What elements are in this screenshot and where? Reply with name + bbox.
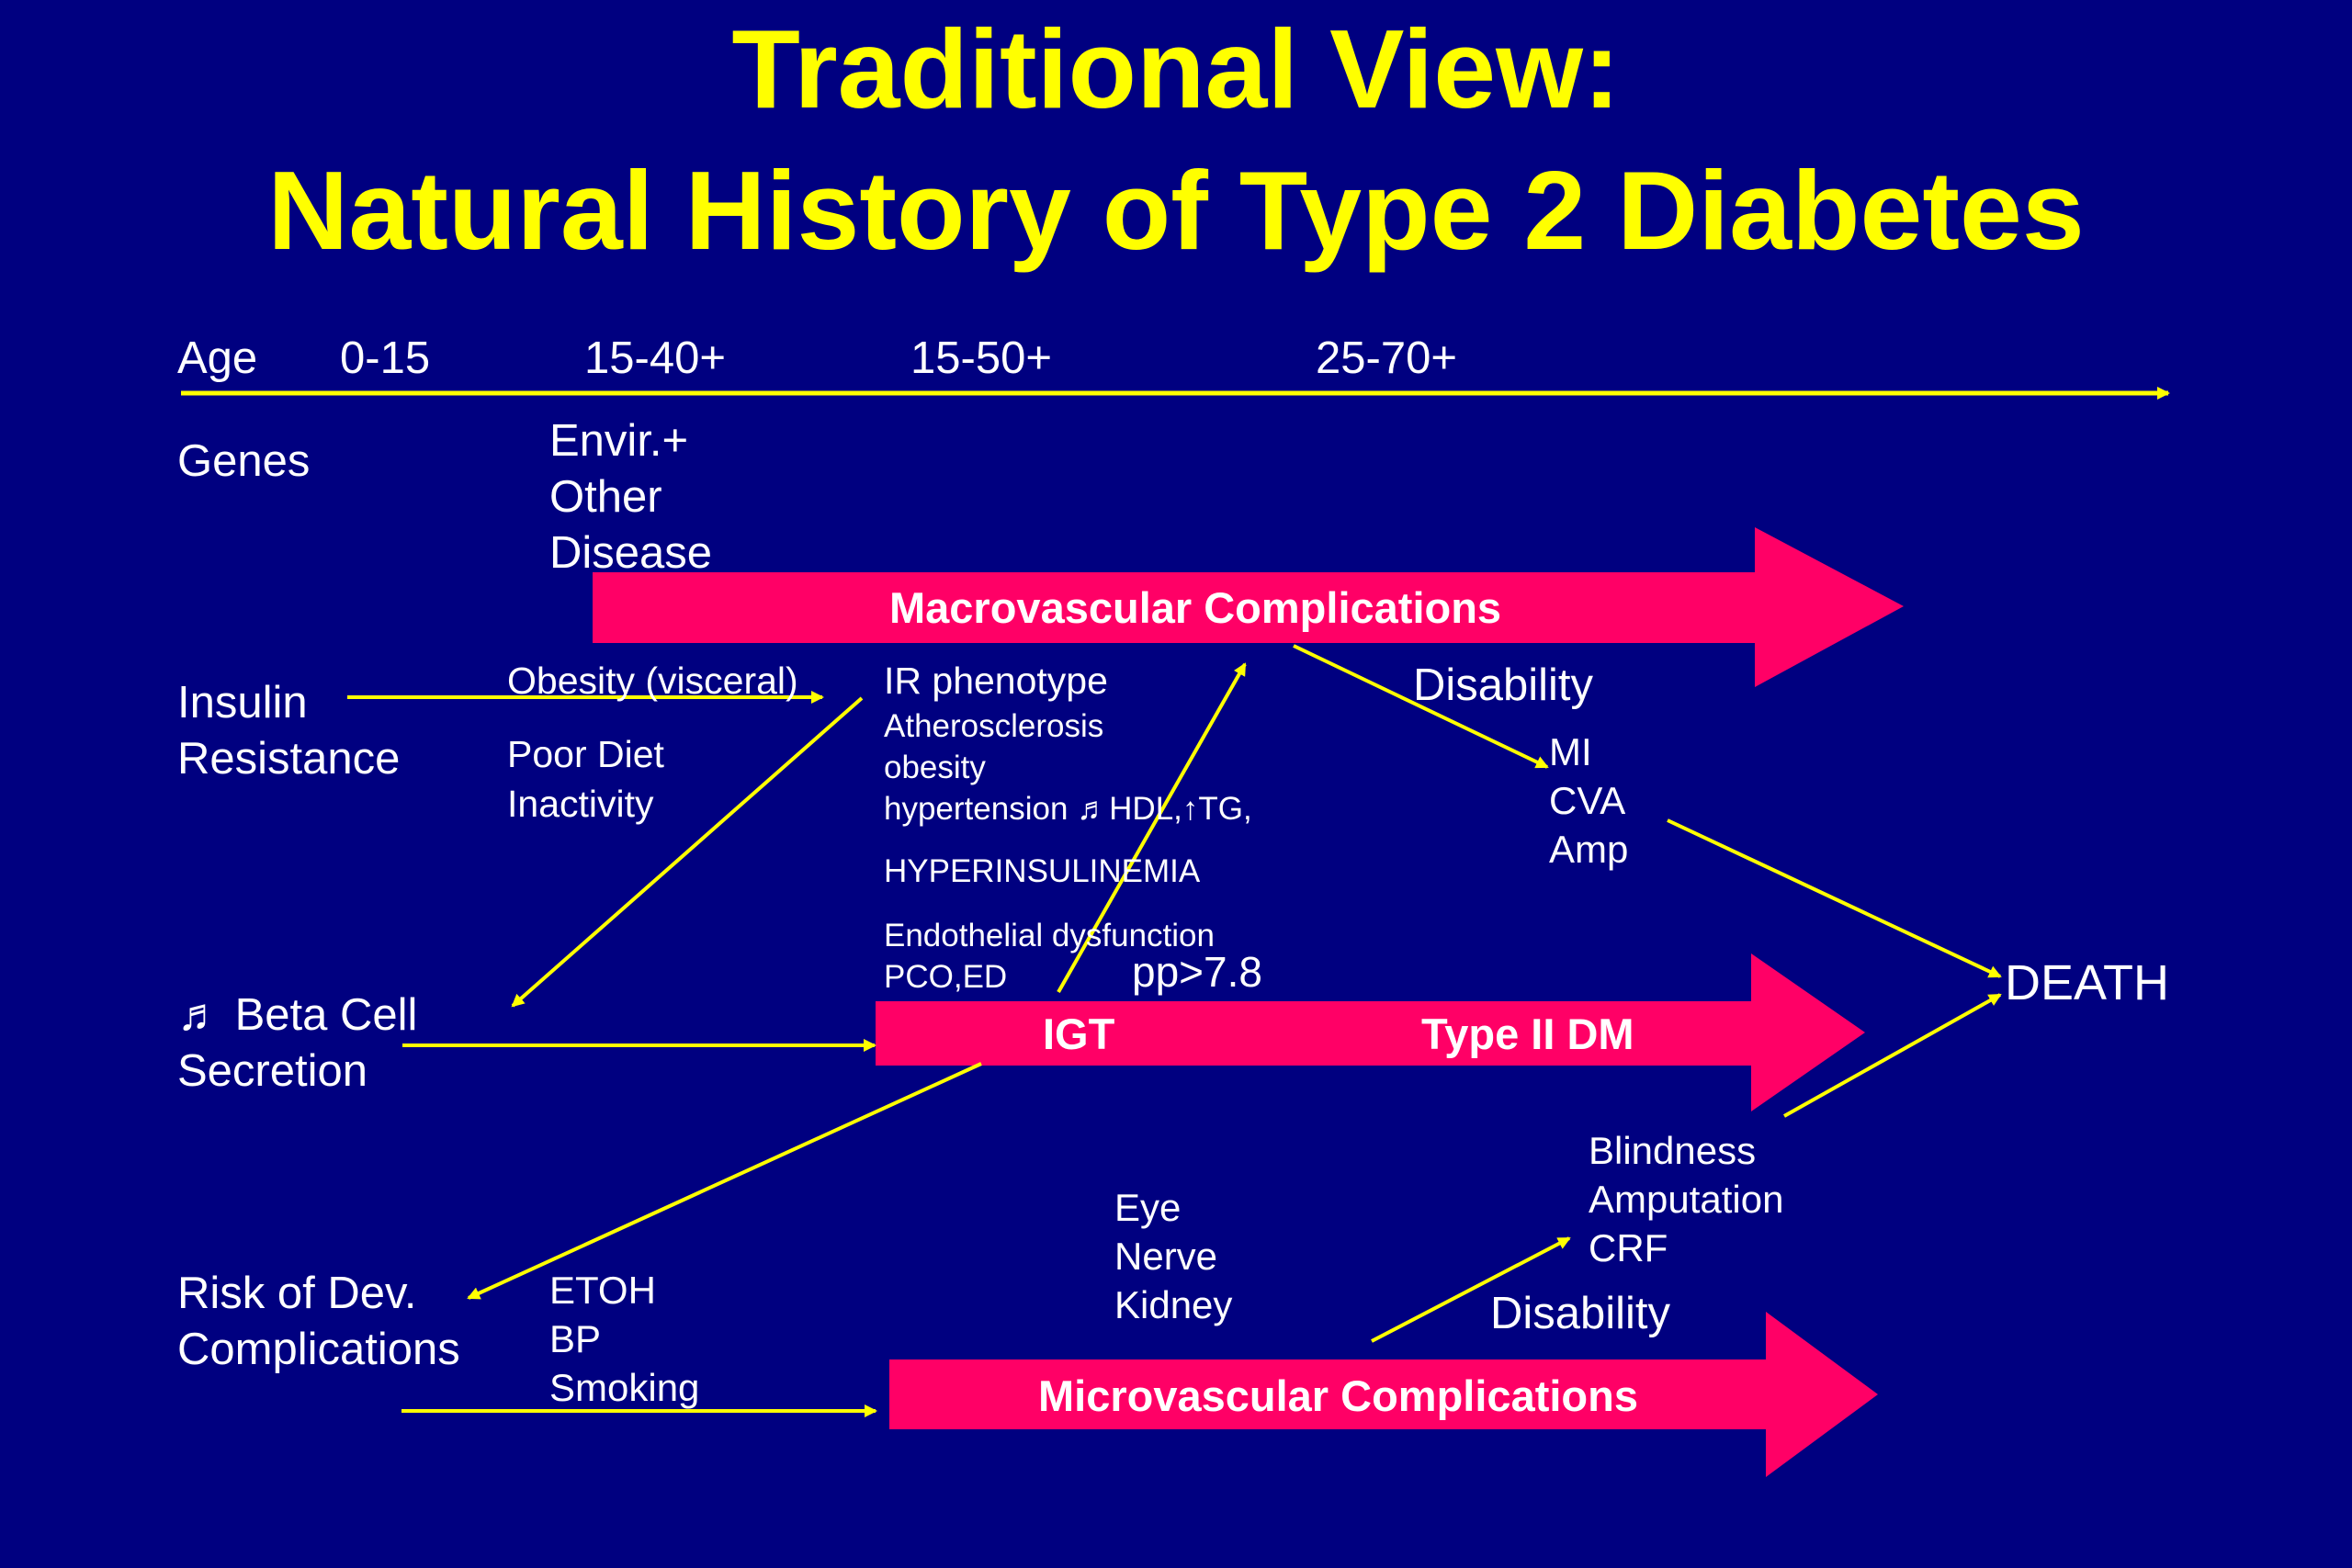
- macrovascular-label: Macrovascular Complications: [889, 583, 1502, 632]
- row-risk-complications: Risk of Dev. Complications: [177, 1269, 460, 1374]
- ir-phenotype: IR phenotype: [884, 660, 1108, 702]
- age-tick-15-40: 15-40+: [584, 333, 726, 383]
- death: DEATH: [2005, 955, 2170, 1010]
- obesity-visceral: Obesity (visceral): [507, 660, 798, 702]
- row-beta-cell-secretion: ♬ Beta Cell Secretion: [177, 990, 418, 1096]
- arrow-macro-to-mi: [1293, 644, 1549, 769]
- micro-outcomes: Blindness Amputation CRF: [1589, 1129, 1784, 1269]
- microvascular-bar: [889, 1312, 1878, 1477]
- macro-outcomes: MI CVA Amp: [1549, 730, 1629, 871]
- title-line-1: Traditional View:: [731, 6, 1621, 131]
- arrow-dm-to-death: [1783, 993, 2002, 1118]
- age-tick-25-70: 25-70+: [1316, 333, 1457, 383]
- envir-other-disease: Envir.+ Other Disease: [549, 416, 713, 578]
- row-insulin-resistance: Insulin Resistance: [177, 678, 401, 784]
- age-label: Age: [177, 333, 258, 383]
- hyperinsulinemia: HYPERINSULINEMIA: [884, 853, 1201, 889]
- igt-label: IGT: [1043, 1010, 1115, 1058]
- arrow-igt-to-risk: [467, 1062, 982, 1300]
- disability-micro: Disability: [1490, 1289, 1671, 1338]
- type-ii-dm-label: Type II DM: [1421, 1010, 1634, 1058]
- arrow-micro-to-blindness: [1371, 1236, 1571, 1343]
- microvascular-label: Microvascular Complications: [1038, 1371, 1638, 1420]
- ir-details: Atherosclerosis obesity hypertension ♬HD…: [884, 708, 1252, 827]
- macrovascular-bar: [593, 527, 1904, 687]
- poor-diet-inactivity: Poor Diet Inactivity: [507, 733, 664, 825]
- micro-targets: Eye Nerve Kidney: [1114, 1186, 1233, 1326]
- arrow-ir-to-beta-cell: [511, 696, 864, 1008]
- disability-macro: Disability: [1413, 660, 1594, 710]
- arrow-igt-to-macro: [1057, 662, 1247, 993]
- age-tick-15-50: 15-50+: [910, 333, 1052, 383]
- row-genes: Genes: [177, 436, 311, 486]
- endothelial-dysfunction: Endothelial dysfunction PCO,ED: [884, 918, 1215, 995]
- risk-factors: ETOH BP Smoking: [549, 1269, 700, 1409]
- title-line-2: Natural History of Type 2 Diabetes: [267, 148, 2085, 273]
- age-tick-0-15: 0-15: [340, 333, 431, 383]
- igt-dm-bar: [876, 953, 1865, 1111]
- arrow-amp-to-death: [1667, 818, 2002, 978]
- pp-threshold: pp>7.8: [1132, 948, 1262, 996]
